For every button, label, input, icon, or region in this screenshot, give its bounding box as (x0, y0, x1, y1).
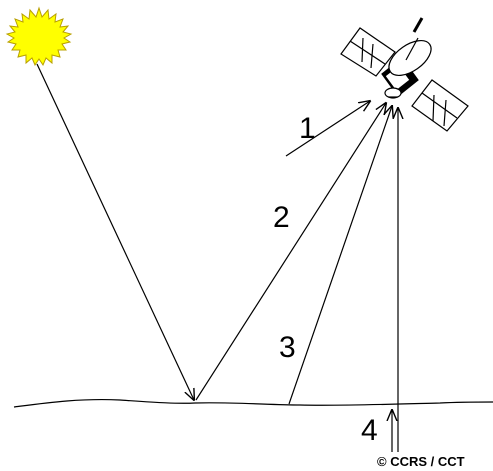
path-1-arrow (285, 101, 370, 157)
path-3-arrow (288, 106, 392, 405)
path-2-label: 2 (273, 201, 290, 234)
path-4-label: 4 (361, 414, 378, 447)
satellite-icon (340, 17, 469, 132)
incident-radiation-ray (36, 63, 194, 400)
sun-icon (5, 6, 73, 67)
path-3-label: 3 (279, 331, 296, 364)
path-1-label: 1 (299, 112, 316, 145)
path-2-arrow (195, 103, 386, 401)
ground-line (13, 398, 493, 408)
copyright-credit: © CCRS / CCT (377, 454, 465, 469)
